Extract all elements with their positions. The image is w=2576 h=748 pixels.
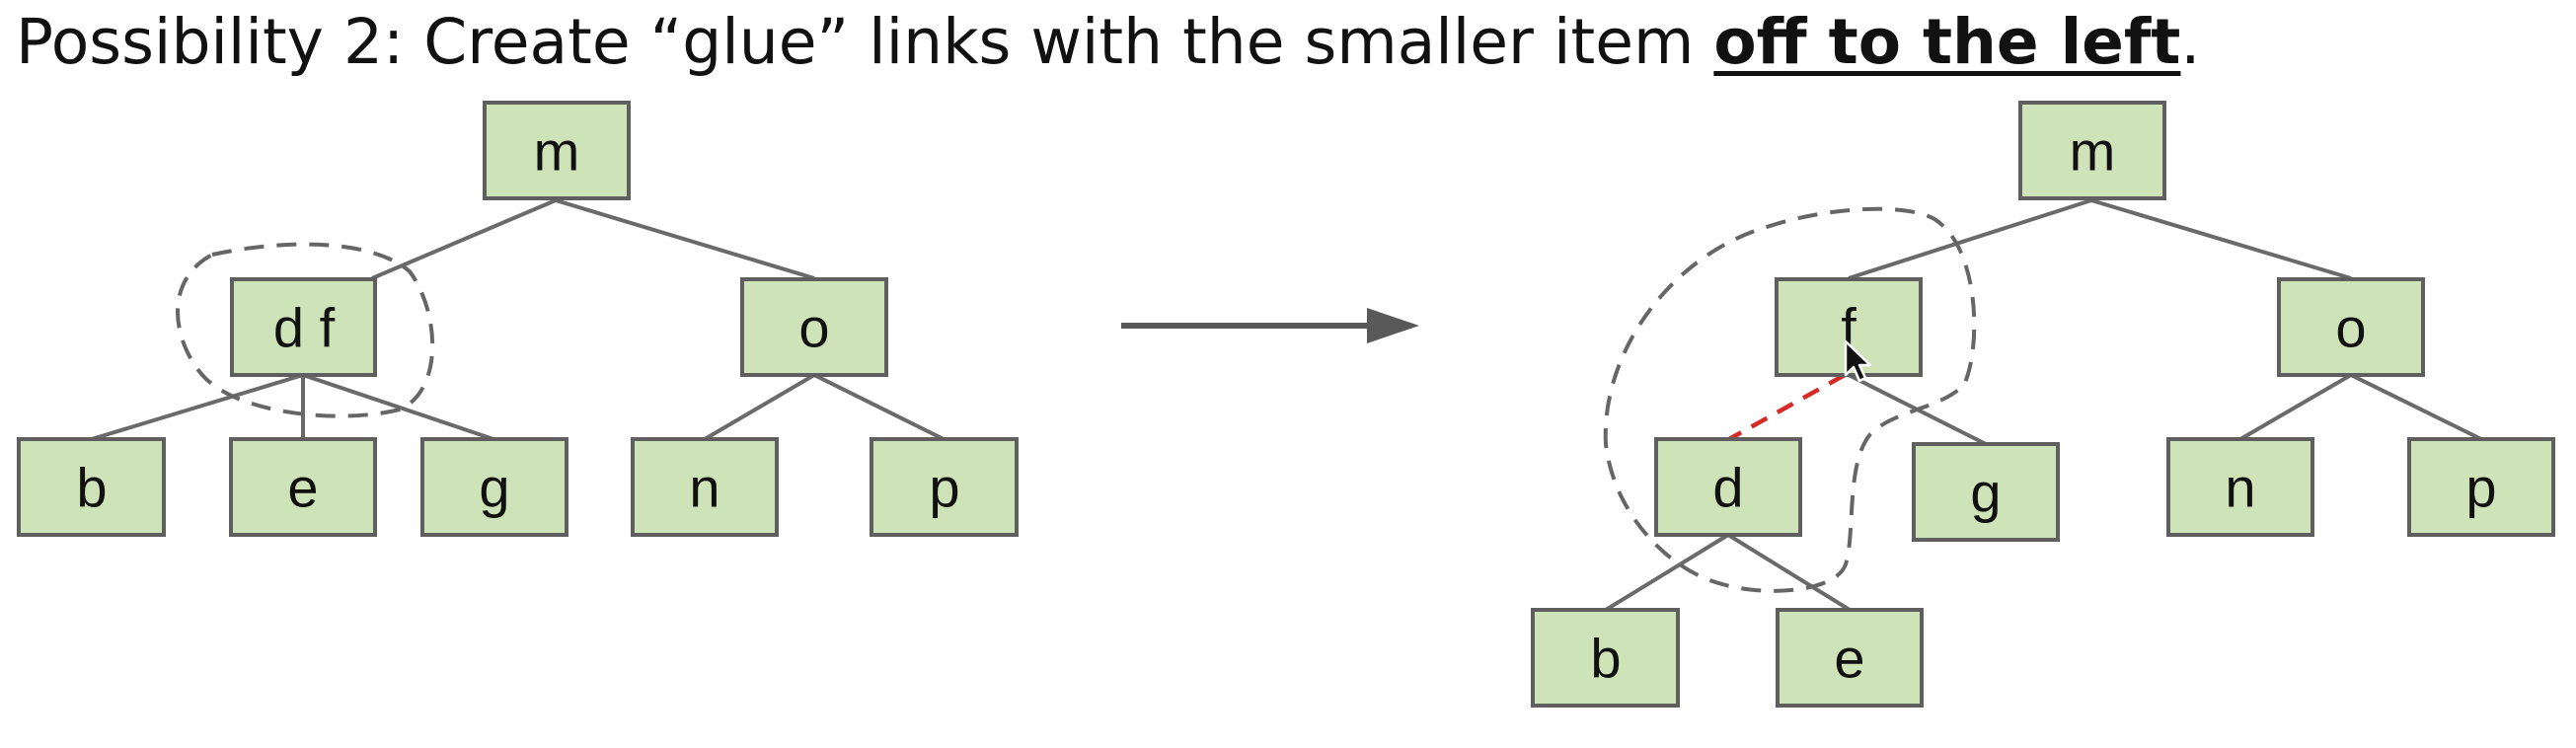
right-node-b-label: b bbox=[1590, 628, 1621, 690]
left-node-g-label: g bbox=[479, 457, 509, 519]
right-tree-node-b: b bbox=[1531, 608, 1680, 708]
right-node-e-box bbox=[1776, 608, 1924, 708]
right-node-d-box bbox=[1654, 437, 1802, 537]
right-node-m-label: m bbox=[2070, 120, 2116, 183]
left-node-df-box bbox=[230, 277, 377, 377]
edge-m-o bbox=[555, 198, 815, 280]
right-tree-node-g: g bbox=[1912, 442, 2060, 542]
edge-o-n-right bbox=[2238, 373, 2353, 441]
left-node-grouping-outline bbox=[176, 242, 435, 418]
arrow-head bbox=[1367, 308, 1419, 343]
left-tree-node-p: p bbox=[870, 437, 1019, 537]
edge-m-f bbox=[1848, 198, 2092, 280]
left-node-p-box bbox=[870, 437, 1019, 537]
left-node-e-box bbox=[229, 437, 377, 537]
left-tree: m d f o b e g n p bbox=[17, 101, 1019, 537]
right-arrow-icon bbox=[1121, 308, 1419, 343]
right-node-n-label: n bbox=[2225, 457, 2255, 519]
left-tree-node-b: b bbox=[17, 437, 166, 537]
right-node-o-label: o bbox=[2335, 297, 2366, 359]
cursor-shape bbox=[1844, 339, 1872, 383]
edge-o-n bbox=[703, 373, 816, 441]
edge-m-o-right bbox=[2090, 198, 2352, 280]
edge-df-g bbox=[302, 373, 494, 441]
right-node-p-label: p bbox=[2465, 457, 2496, 519]
left-tree-node-o: o bbox=[740, 277, 888, 377]
left-node-e-label: e bbox=[287, 457, 318, 519]
edge-d-e bbox=[1726, 533, 1852, 612]
title-text: Possibility 2: Create “glue” links with … bbox=[16, 6, 1714, 78]
right-node-o-box bbox=[2277, 277, 2425, 377]
left-node-df-label: d f bbox=[273, 297, 336, 359]
left-node-b-box bbox=[17, 437, 166, 537]
right-node-grouping-outline bbox=[1603, 206, 1977, 593]
left-tree-node-g: g bbox=[420, 437, 568, 537]
right-tree-node-d: d bbox=[1654, 437, 1802, 537]
edge-o-p bbox=[813, 373, 945, 441]
edge-df-b bbox=[91, 373, 304, 441]
left-node-n-box bbox=[631, 437, 779, 537]
right-node-g-box bbox=[1912, 442, 2060, 542]
edge-m-df bbox=[371, 198, 557, 280]
left-node-m-box bbox=[483, 101, 631, 200]
left-tree-node-root: m bbox=[483, 101, 631, 200]
left-node-n-label: n bbox=[689, 457, 720, 519]
left-tree-node-e: e bbox=[229, 437, 377, 537]
left-node-o-box bbox=[740, 277, 888, 377]
left-node-o-label: o bbox=[798, 297, 829, 359]
left-node-g-box bbox=[420, 437, 568, 537]
right-node-e-label: e bbox=[1834, 628, 1864, 690]
right-node-m-box bbox=[2018, 101, 2166, 200]
right-node-d-label: d bbox=[1712, 457, 1743, 519]
right-node-p-box bbox=[2407, 437, 2555, 537]
right-tree-node-m: m bbox=[2018, 101, 2166, 200]
right-tree-node-n: n bbox=[2166, 437, 2314, 537]
right-tree: m f o d g n p b bbox=[1531, 101, 2555, 708]
right-node-b-box bbox=[1531, 608, 1680, 708]
left-node-b-label: b bbox=[76, 457, 107, 519]
left-node-p-label: p bbox=[929, 457, 959, 519]
title-emphasis: off to the left bbox=[1713, 6, 2181, 78]
right-node-g-label: g bbox=[1970, 462, 2001, 524]
left-tree-edges bbox=[91, 198, 945, 441]
right-tree-node-p: p bbox=[2407, 437, 2555, 537]
left-node-m-label: m bbox=[534, 120, 580, 183]
edge-o-p-right bbox=[2350, 373, 2482, 441]
right-tree-node-o: o bbox=[2277, 277, 2425, 377]
title-suffix: . bbox=[2180, 6, 2201, 78]
mouse-pointer-icon bbox=[1844, 339, 1872, 383]
left-tree-node-n: n bbox=[631, 437, 779, 537]
right-node-n-box bbox=[2166, 437, 2314, 537]
edge-d-b bbox=[1604, 533, 1730, 612]
left-tree-node-df: d f bbox=[230, 277, 377, 377]
right-tree-node-e: e bbox=[1776, 608, 1924, 708]
glue-link-f-d bbox=[1727, 373, 1847, 441]
right-tree-edges bbox=[1604, 198, 2482, 612]
page-title: Possibility 2: Create “glue” links with … bbox=[16, 6, 2200, 78]
